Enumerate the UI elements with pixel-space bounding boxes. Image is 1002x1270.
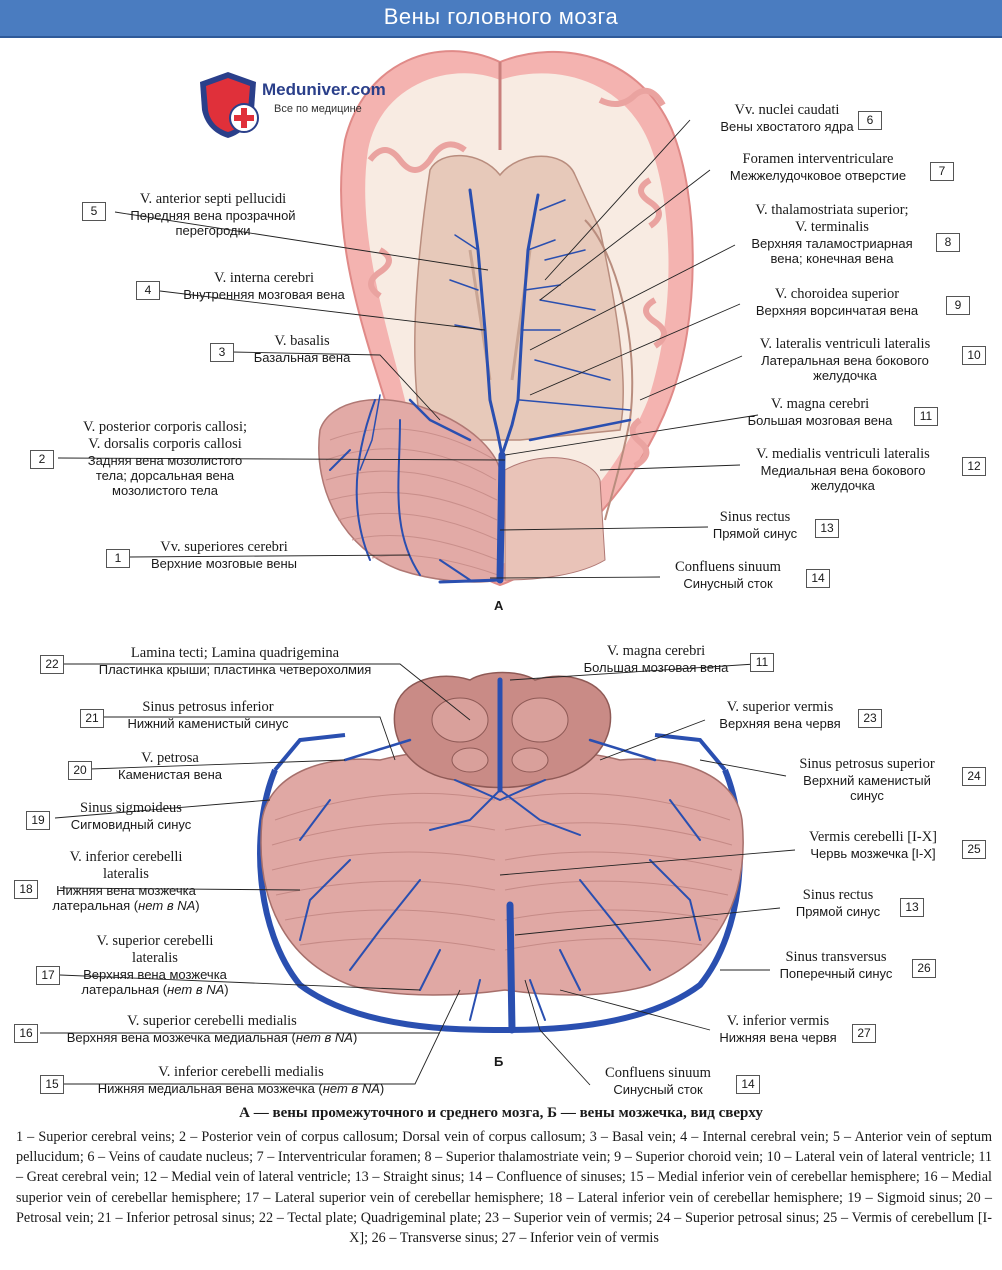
label-9: V. choroidea superior Верхняя ворсинчата… — [755, 286, 919, 318]
number-18: 18 — [14, 880, 38, 899]
label-1: Vv. superiores cerebri Верхние мозговые … — [150, 539, 298, 571]
number-19: 19 — [26, 811, 50, 830]
logo-name: Meduniver.com — [262, 80, 386, 99]
number-17: 17 — [36, 966, 60, 985]
logo-tagline: Все по медицине — [274, 103, 362, 115]
panel-a-marker: А — [494, 598, 504, 613]
number-14a: 14 — [806, 569, 830, 588]
page-title: Вены головного мозга — [383, 4, 619, 29]
number-13b: 13 — [900, 898, 924, 917]
cerebellum-view-b — [257, 671, 744, 1034]
label-11a: V. magna cerebri Большая мозговая вена — [747, 396, 893, 428]
label-10: V. lateralis ventriculi lateralis Латера… — [759, 336, 931, 383]
number-2: 2 — [30, 450, 54, 469]
label-26: Sinus transversus Поперечный синус — [779, 949, 893, 981]
leader-lines — [40, 119, 796, 1086]
label-21: Sinus petrosus inferior Нижний каменисты… — [127, 699, 289, 731]
number-14b: 14 — [736, 1075, 760, 1094]
number-1: 1 — [106, 549, 130, 568]
number-6: 6 — [858, 111, 882, 130]
number-10: 10 — [962, 346, 986, 365]
label-15: V. inferior cerebelli medialis Нижняя ме… — [97, 1064, 385, 1096]
label-27: V. inferior vermis Нижняя вена червя — [719, 1013, 837, 1045]
label-4: V. interna cerebri Внутренняя мозговая в… — [183, 270, 345, 302]
label-12: V. medialis ventriculi lateralis Медиаль… — [756, 446, 930, 493]
illustration — [40, 50, 796, 1086]
number-26: 26 — [912, 959, 936, 978]
number-8: 8 — [936, 233, 960, 252]
label-11b: V. magna cerebri Большая мозговая вена — [583, 643, 729, 675]
shield-cross-icon — [200, 72, 259, 138]
transverse-sinus — [257, 768, 743, 1034]
number-13a: 13 — [815, 519, 839, 538]
number-5: 5 — [82, 202, 106, 221]
label-18: V. inferior cerebelli lateralis Нижняя в… — [52, 849, 200, 913]
number-22: 22 — [40, 655, 64, 674]
number-15: 15 — [40, 1075, 64, 1094]
number-25: 25 — [962, 840, 986, 859]
label-3: V. basalis Базальная вена — [253, 333, 351, 365]
label-16: V. superior cerebelli medialis Верхняя в… — [66, 1013, 358, 1045]
number-12: 12 — [962, 457, 986, 476]
number-9: 9 — [946, 296, 970, 315]
label-13b: Sinus rectus Прямой синус — [795, 887, 881, 919]
panel-b-marker: Б — [494, 1054, 504, 1069]
figure-legend: 1 – Superior cerebral veins; 2 – Posteri… — [16, 1129, 992, 1247]
label-25: Vermis cerebelli [I-X] Червь мозжечка [I… — [808, 829, 938, 861]
number-23: 23 — [858, 709, 882, 728]
label-14a: Confluens sinuum Синусный сток — [675, 559, 781, 591]
label-23: V. superior vermis Верхняя вена червя — [719, 699, 841, 731]
number-20: 20 — [68, 761, 92, 780]
number-21: 21 — [80, 709, 104, 728]
title-bar: Вены головного мозга — [0, 0, 1002, 38]
label-8: V. thalamostriata superior; V. terminali… — [751, 202, 913, 266]
number-4: 4 — [136, 281, 160, 300]
label-20: V. petrosa Каменистая вена — [118, 750, 222, 782]
number-24: 24 — [962, 767, 986, 786]
label-6: Vv. nuclei caudati Вены хвостатого ядра — [720, 102, 854, 134]
label-17: V. superior cerebelli lateralis Верхняя … — [81, 933, 229, 997]
label-14b: Confluens sinuum Синусный сток — [605, 1065, 711, 1097]
label-7: Foramen interventriculare Межжелудочково… — [729, 151, 907, 183]
brain-section-a — [318, 50, 694, 587]
number-11a: 11 — [914, 407, 938, 426]
label-13a: Sinus rectus Прямой синус — [712, 509, 798, 541]
figure-caption: А — вены промежуточного и среднего мозга… — [239, 1105, 763, 1121]
number-16: 16 — [14, 1024, 38, 1043]
label-22: Lamina tecti; Lamina quadrigemina Пласти… — [98, 645, 372, 677]
meduniver-logo: Meduniver.com Все по медицине — [196, 70, 416, 140]
number-27: 27 — [852, 1024, 876, 1043]
label-2: V. posterior corporis callosi; V. dorsal… — [82, 419, 248, 498]
number-11b: 11 — [750, 653, 774, 672]
label-19: Sinus sigmoideus Сигмовидный синус — [70, 800, 192, 832]
number-7: 7 — [930, 162, 954, 181]
number-3: 3 — [210, 343, 234, 362]
label-24: Sinus petrosus superior Верхний каменист… — [799, 756, 935, 803]
label-5: V. anterior septi pellucidi Передняя вен… — [130, 191, 296, 238]
